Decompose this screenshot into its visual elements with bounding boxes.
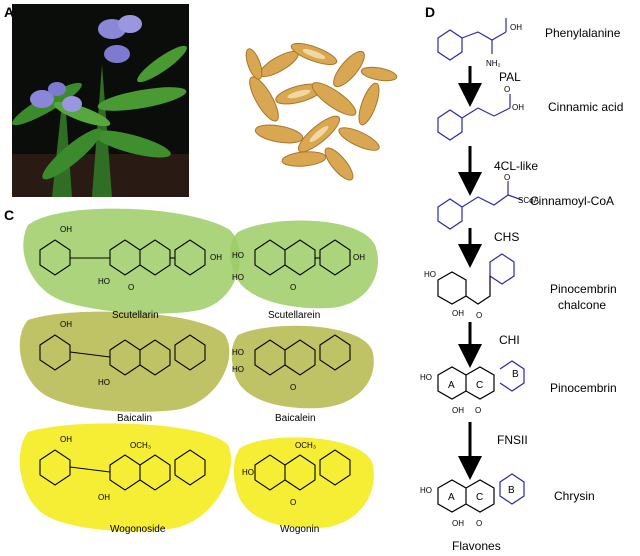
ring-chrysin-c xyxy=(465,479,495,513)
atom-label: HO xyxy=(420,373,432,382)
panel-label-a: A xyxy=(4,4,15,20)
blob-baicalein xyxy=(231,325,374,409)
ring-label-b: B xyxy=(512,369,519,380)
atom-label: HO xyxy=(420,486,432,495)
ring-cinnamic-acid xyxy=(437,109,463,141)
enzyme-label: CHI xyxy=(499,333,520,347)
atom-label: OH xyxy=(512,103,524,112)
atom-label: SCoA xyxy=(518,196,540,205)
compound-name-baicalin: Baicalin xyxy=(117,413,152,424)
enzyme-label: CHS xyxy=(494,230,519,244)
panel-label-c: C xyxy=(4,207,15,223)
atom-label: HO xyxy=(98,378,110,387)
step-name-chrysin: Chrysin xyxy=(554,489,595,503)
step-name-cinnamoyl-coa: Cinnamoyl-CoA xyxy=(530,194,614,208)
atom-label: HO xyxy=(424,270,436,279)
ring-label-c: C xyxy=(476,492,483,503)
atom-label: HO xyxy=(232,365,244,374)
atom-label: OH xyxy=(452,406,464,415)
atom-label: O xyxy=(504,85,510,94)
atom-label: OH xyxy=(452,309,464,318)
enzyme-label: PAL xyxy=(499,70,521,84)
blob-baicalin xyxy=(19,311,230,412)
ring-pinocembrin-c xyxy=(465,366,495,400)
step-name-pinocembrin: Pinocembrin xyxy=(550,381,617,395)
compound-name-baicalein: Baicalein xyxy=(275,413,316,424)
compound-name-scutellarin: Scutellarin xyxy=(112,310,159,321)
atom-label: OH xyxy=(452,519,464,528)
ring-label-c: C xyxy=(476,380,483,391)
photo-plant xyxy=(12,4,189,197)
atom-label: O xyxy=(504,173,510,182)
ring-phenylalanine xyxy=(437,29,463,61)
atom-label: O xyxy=(476,519,482,528)
atom-label: NH₂ xyxy=(486,59,501,68)
compound-name-wogonin: Wogonin xyxy=(280,524,319,535)
atom-label: HO xyxy=(242,468,254,477)
atom-label: HO xyxy=(232,251,244,260)
atom-label: OH xyxy=(353,253,365,262)
atom-label: OH xyxy=(510,23,522,32)
atom-label: HO xyxy=(232,273,244,282)
compound-name-wogonoside: Wogonoside xyxy=(110,524,166,535)
atom-label: O xyxy=(476,311,482,320)
atom-label: O xyxy=(128,283,134,292)
atom-label: HO xyxy=(98,277,110,286)
blob-wogonoside xyxy=(19,423,232,532)
panel-label-d: D xyxy=(425,4,436,20)
atom-label: OH xyxy=(60,320,72,329)
atom-label: OH xyxy=(98,493,110,502)
ring-pinocembrin-b xyxy=(499,360,525,392)
ring-cinnamoyl-coa xyxy=(437,198,463,230)
atom-label: HO xyxy=(232,348,244,357)
ring-label-b: B xyxy=(508,485,515,496)
blob-scutellarein xyxy=(230,220,378,309)
step-name-cinnamic-acid: Cinnamic acid xyxy=(548,100,623,114)
enzyme-label: FNSII xyxy=(497,433,528,447)
ring-label-a: A xyxy=(448,492,455,503)
ring-label-a: A xyxy=(448,380,455,391)
enzyme-label: 4CL-like xyxy=(494,159,538,173)
atom-label: OH xyxy=(60,225,72,234)
atom-label: O xyxy=(290,498,296,507)
step-name-phenylalanine: Phenylalanine xyxy=(545,26,621,40)
step-name-pinocembrin-chalcone-line1: Pinocembrin xyxy=(550,282,617,296)
atom-label: O xyxy=(290,283,296,292)
atom-label: OH xyxy=(60,435,72,444)
photo-root-slices xyxy=(219,4,410,197)
pathway-footer: Flavones xyxy=(452,539,501,553)
step-name-pinocembrin-chalcone-line2: chalcone xyxy=(558,298,606,312)
atom-label: OCH₃ xyxy=(295,441,316,450)
compound-name-scutellarein: Scutellarein xyxy=(268,310,320,321)
atom-label: OCH₃ xyxy=(130,441,151,450)
ring-chrysin-b xyxy=(499,473,525,505)
atom-label: O xyxy=(475,406,481,415)
atom-label: O xyxy=(290,383,296,392)
blob-wogonin xyxy=(233,437,374,529)
blob-scutellarin xyxy=(23,208,241,314)
atom-label: OH xyxy=(210,253,222,262)
ring-chalcone-a xyxy=(437,271,467,305)
